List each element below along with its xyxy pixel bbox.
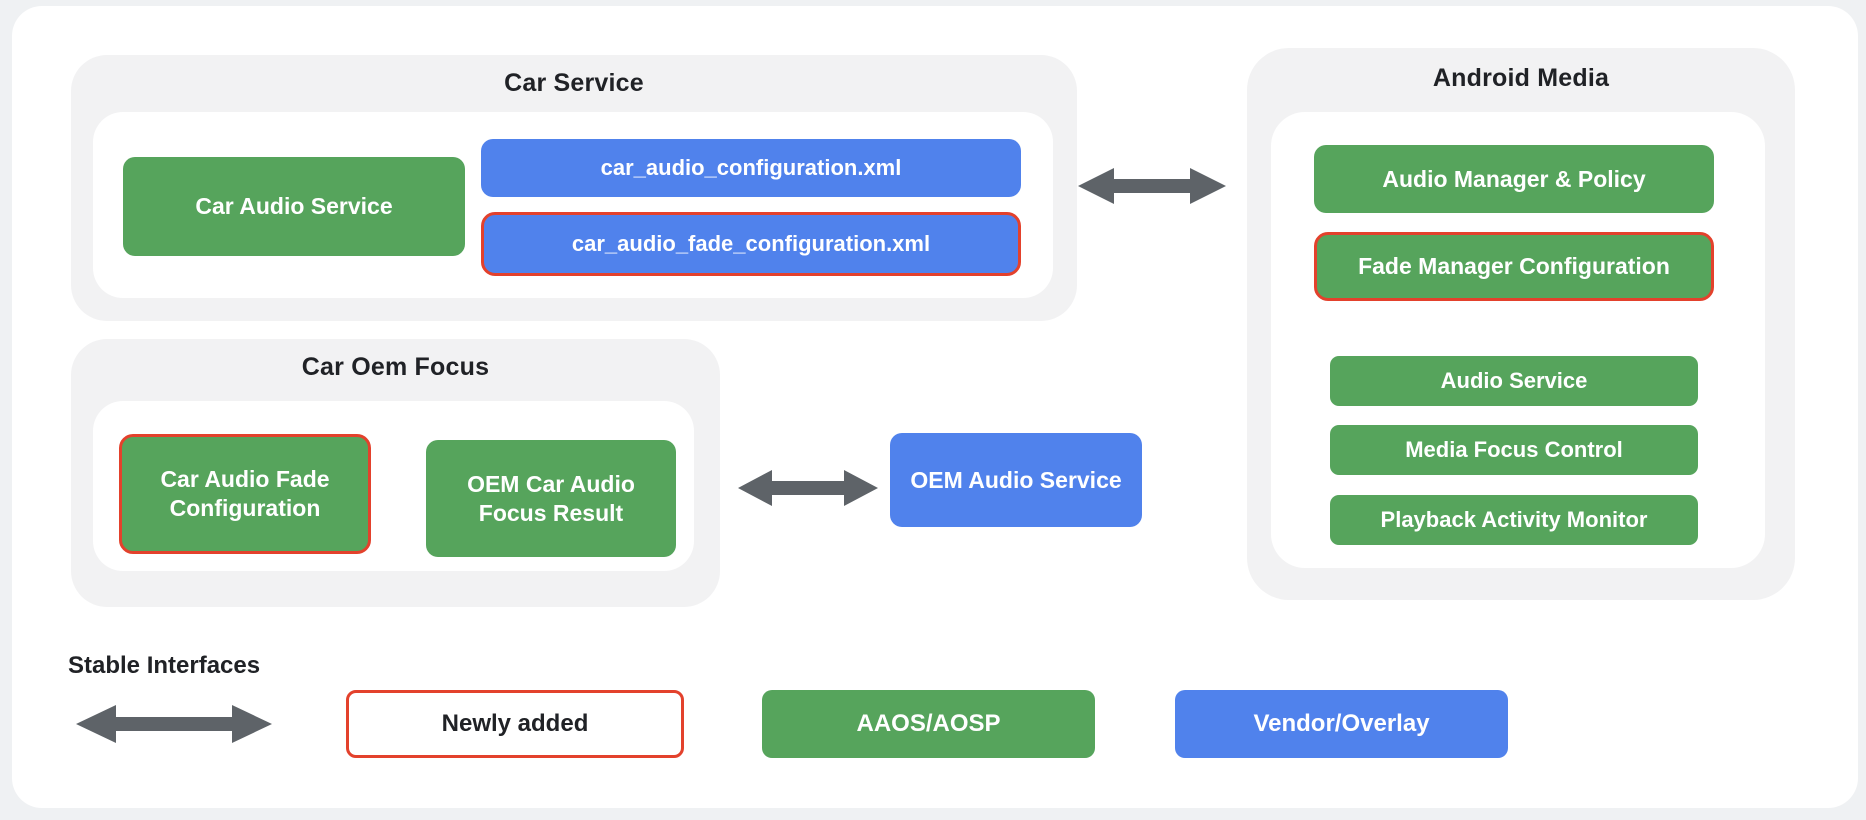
android-media-inner-container: Audio Manager & Policy Fade Manager Conf… [1271,112,1765,568]
audio-manager-policy-box: Audio Manager & Policy [1314,145,1714,213]
car-audio-configuration-xml-box: car_audio_configuration.xml [481,139,1021,197]
car-service-panel: Car Service Car Audio Service car_audio_… [71,55,1077,321]
android-media-title: Android Media [1432,64,1610,92]
car-audio-fade-configuration-xml-box: car_audio_fade_configuration.xml [481,212,1021,276]
car-audio-service-box: Car Audio Service [123,157,465,256]
car-oem-focus-title: Car Oem Focus [301,353,490,381]
car-service-title: Car Service [504,69,644,97]
legend-newly-added: Newly added [346,690,684,758]
android-media-panel: Android Media Audio Manager & Policy Fad… [1247,48,1795,600]
oem-car-audio-focus-result-box: OEM Car Audio Focus Result [426,440,676,557]
playback-activity-monitor-box: Playback Activity Monitor [1330,495,1698,545]
car-audio-fade-configuration-box: Car Audio Fade Configuration [119,434,371,554]
car-service-android-media-arrow-icon [1078,166,1226,206]
car-service-inner-container: Car Audio Service car_audio_configuratio… [93,112,1053,298]
car-oem-focus-panel: Car Oem Focus Car Audio Fade Configurati… [71,339,720,607]
car-oem-focus-oem-audio-service-arrow-icon [738,468,878,508]
fade-manager-configuration-box: Fade Manager Configuration [1314,232,1714,301]
car-oem-focus-inner-container: Car Audio Fade Configuration OEM Car Aud… [93,401,694,571]
legend-vendor-overlay: Vendor/Overlay [1175,690,1508,758]
stable-interfaces-arrow-icon [76,703,272,745]
audio-service-box: Audio Service [1330,356,1698,406]
media-focus-control-box: Media Focus Control [1330,425,1698,475]
oem-audio-service-box: OEM Audio Service [890,433,1142,527]
stable-interfaces-label: Stable Interfaces [68,652,261,679]
legend-aaos-aosp: AAOS/AOSP [762,690,1095,758]
